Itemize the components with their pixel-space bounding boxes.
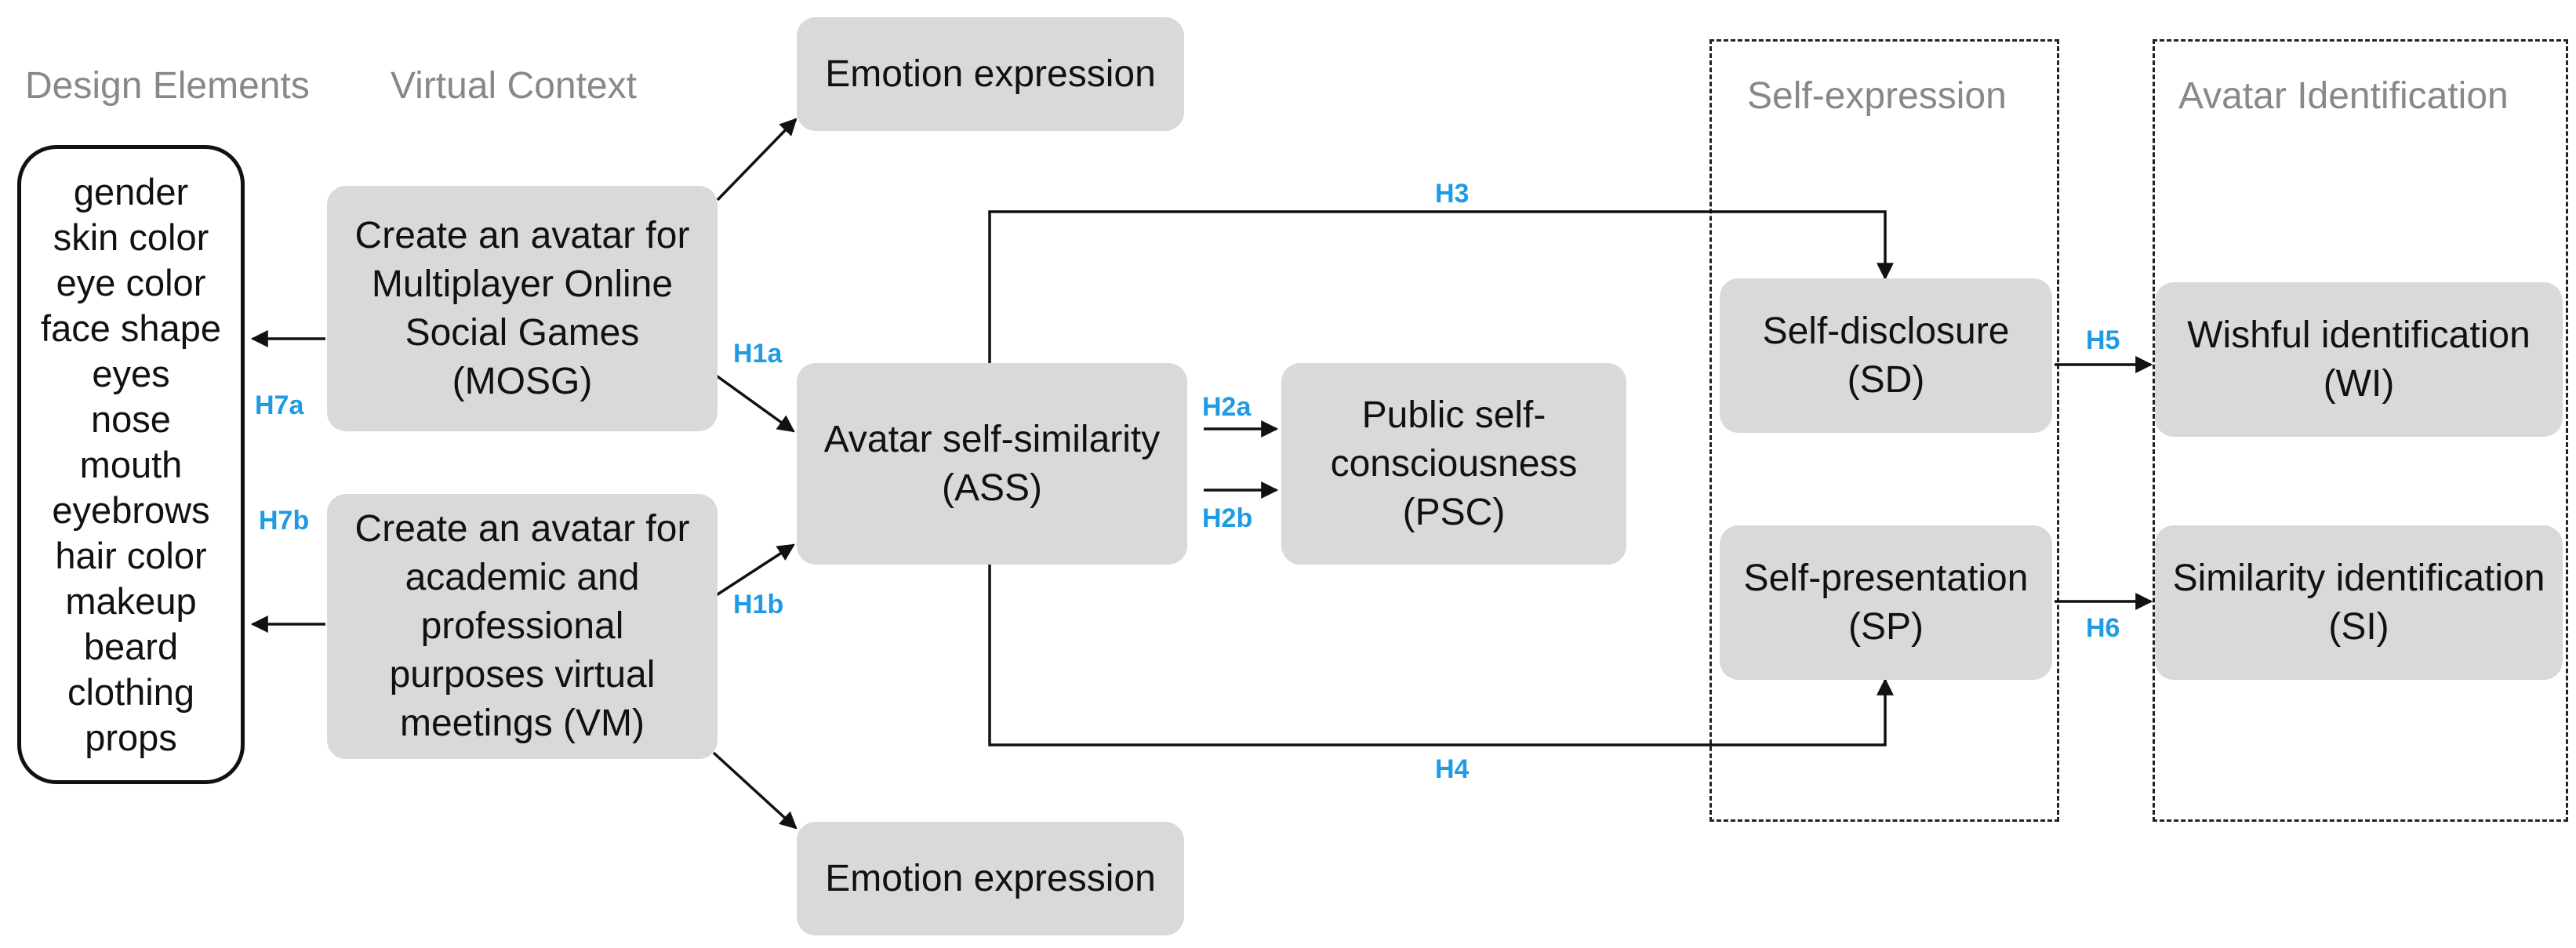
- edge-h3: [988, 210, 1894, 363]
- node-label-line: Similarity identification: [2172, 557, 2545, 599]
- node-label-line: (PSC): [1402, 491, 1506, 533]
- design-element-item: beard: [83, 625, 179, 667]
- node-label-line: Self-presentation: [1743, 557, 2029, 599]
- hypothesis-label-h5: H5: [2086, 325, 2120, 355]
- hypothesis-label-h7b: H7b: [259, 506, 310, 536]
- node-label: Emotion expression: [825, 50, 1156, 99]
- node-label-line: consciousness: [1330, 442, 1578, 485]
- node-label-line: meetings (VM): [399, 703, 645, 744]
- node-label: Emotion expression: [825, 855, 1156, 903]
- design-element-item: makeup: [65, 579, 197, 622]
- design-element-item: face shape: [41, 307, 221, 349]
- edge-h4: [988, 565, 1894, 746]
- edge-vm-to-emotion-bottom: [712, 751, 798, 830]
- node-label-line: Multiplayer Online: [371, 263, 674, 305]
- node-label-line: Self-disclosure: [1762, 310, 2010, 352]
- edge-h1a: [714, 373, 795, 433]
- node-label: Self-disclosure (SD): [1763, 307, 2010, 405]
- hypothesis-label-h6: H6: [2086, 613, 2120, 643]
- node-label: Public self-consciousness (PSC): [1331, 391, 1578, 537]
- avatar-identification-group: [2153, 39, 2568, 822]
- design-element-item: eyes: [92, 352, 170, 394]
- node-label-line: academic and: [405, 557, 640, 598]
- hypothesis-label-h7a: H7a: [255, 390, 304, 420]
- hypothesis-label-h2b: H2b: [1202, 503, 1253, 533]
- node-label-line: Emotion expression: [825, 857, 1156, 899]
- node-label: Avatar self-similarity (ASS): [824, 416, 1161, 513]
- self-expression-group: [1709, 39, 2059, 822]
- node-label: Wishful identification (WI): [2187, 311, 2531, 409]
- design-element-item: skin color: [53, 216, 209, 258]
- node-label-line: Avatar self-similarity: [823, 418, 1161, 460]
- node-label: Similarity identification (SI): [2173, 554, 2545, 652]
- node-label-line: (SI): [2328, 605, 2389, 648]
- header-virtual-context: Virtual Context: [391, 65, 637, 107]
- header-avatar-identification: Avatar Identification: [2178, 75, 2509, 117]
- design-element-item: clothing: [67, 670, 194, 713]
- header-self-expression: Self-expression: [1747, 75, 2007, 117]
- node-label-line: purposes virtual: [389, 654, 656, 696]
- vm-node: Create an avatar for academic and professi…: [327, 494, 718, 759]
- node-label-line: Public self-: [1361, 394, 1546, 436]
- node-label: Create an avatar for academic and professi…: [355, 505, 690, 748]
- node-label-line: Create an avatar for: [354, 214, 690, 256]
- node-label-line: professional: [420, 605, 624, 647]
- node-label-line: Create an avatar for: [354, 508, 690, 550]
- edge-h1b: [714, 543, 795, 597]
- ass-node: Avatar self-similarity (ASS): [797, 363, 1187, 565]
- design-element-item: gender: [73, 170, 189, 212]
- header-design-elements: Design Elements: [25, 65, 310, 107]
- design-element-item: nose: [91, 398, 171, 440]
- emotion-expression-top-node: Emotion expression: [797, 17, 1184, 131]
- design-element-item: hair color: [55, 534, 207, 576]
- hypothesis-label-h4: H4: [1435, 754, 1470, 784]
- node-label-line: (SD): [1847, 358, 1925, 401]
- node-label-line: (ASS): [941, 467, 1042, 509]
- node-label-line: (WI): [2323, 362, 2395, 405]
- hypothesis-label-h3: H3: [1435, 179, 1470, 209]
- psc-node: Public self-consciousness (PSC): [1281, 363, 1626, 565]
- design-element-item: eye color: [56, 261, 206, 303]
- emotion-expression-bottom-node: Emotion expression: [797, 822, 1184, 935]
- node-label: Self-presentation (SP): [1744, 554, 2029, 652]
- design-element-item: props: [85, 716, 177, 758]
- design-element-item: eyebrows: [52, 489, 210, 531]
- wi-node: Wishful identification (WI): [2155, 282, 2563, 437]
- sp-node: Self-presentation (SP): [1720, 525, 2052, 680]
- sd-node: Self-disclosure (SD): [1720, 278, 2052, 433]
- node-label-line: Emotion expression: [825, 53, 1156, 95]
- edge-mosg-to-emotion-top: [716, 118, 798, 202]
- hypothesis-label-h1a: H1a: [733, 339, 783, 369]
- node-label-line: Wishful identification: [2187, 314, 2531, 356]
- design-element-item: mouth: [79, 443, 183, 485]
- node-label-line: (MOSG): [452, 360, 593, 402]
- hypothesis-label-h1b: H1b: [733, 590, 784, 619]
- node-label-line: (SP): [1848, 605, 1924, 648]
- node-label-line: Social Games: [405, 311, 640, 354]
- hypothesis-label-h2a: H2a: [1202, 392, 1252, 422]
- si-node: Similarity identification (SI): [2155, 525, 2563, 680]
